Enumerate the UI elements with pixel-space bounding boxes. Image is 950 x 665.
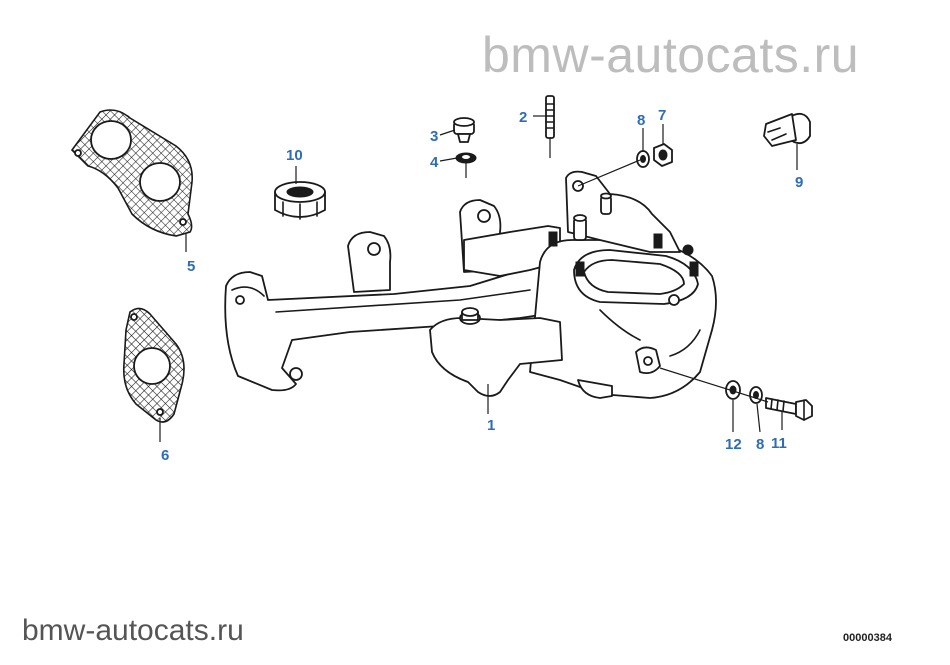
callout-12: 12 [725, 436, 742, 453]
washer-upper[interactable] [636, 150, 650, 168]
callout-8-lower: 8 [756, 436, 764, 453]
hose-clamp[interactable] [763, 112, 811, 147]
callout-6: 6 [161, 447, 169, 464]
gasket-single-port[interactable] [122, 307, 185, 423]
sealing-washer[interactable] [455, 152, 477, 164]
bolt-axis-line [659, 367, 769, 403]
diagram-code: 00000384 [843, 632, 892, 644]
callout-10: 10 [286, 147, 303, 164]
callout-labels: 1 2 3 4 5 6 7 8 8 9 10 11 12 [161, 107, 803, 464]
callout-7: 7 [658, 107, 666, 124]
watermark-bottom: bmw-autocats.ru [22, 614, 244, 647]
callout-9: 9 [795, 174, 803, 191]
gasket-double-port[interactable] [70, 109, 193, 237]
hex-bolt[interactable] [765, 397, 813, 421]
hex-nut[interactable] [653, 143, 673, 167]
stud-bolt[interactable] [545, 95, 555, 139]
callout-1: 1 [487, 417, 495, 434]
intake-manifold[interactable] [224, 170, 717, 399]
watermark-top: bmw-autocats.ru [482, 27, 860, 83]
screw-plug[interactable] [453, 117, 475, 143]
leader-lines [159, 115, 798, 442]
callout-5: 5 [187, 258, 195, 275]
callout-11: 11 [771, 435, 787, 452]
callout-3: 3 [430, 128, 438, 145]
seal-ring[interactable] [274, 181, 326, 220]
callout-4: 4 [430, 154, 439, 171]
callout-8-upper: 8 [637, 112, 645, 129]
washer-lower[interactable] [749, 386, 763, 404]
callout-2: 2 [519, 109, 527, 126]
